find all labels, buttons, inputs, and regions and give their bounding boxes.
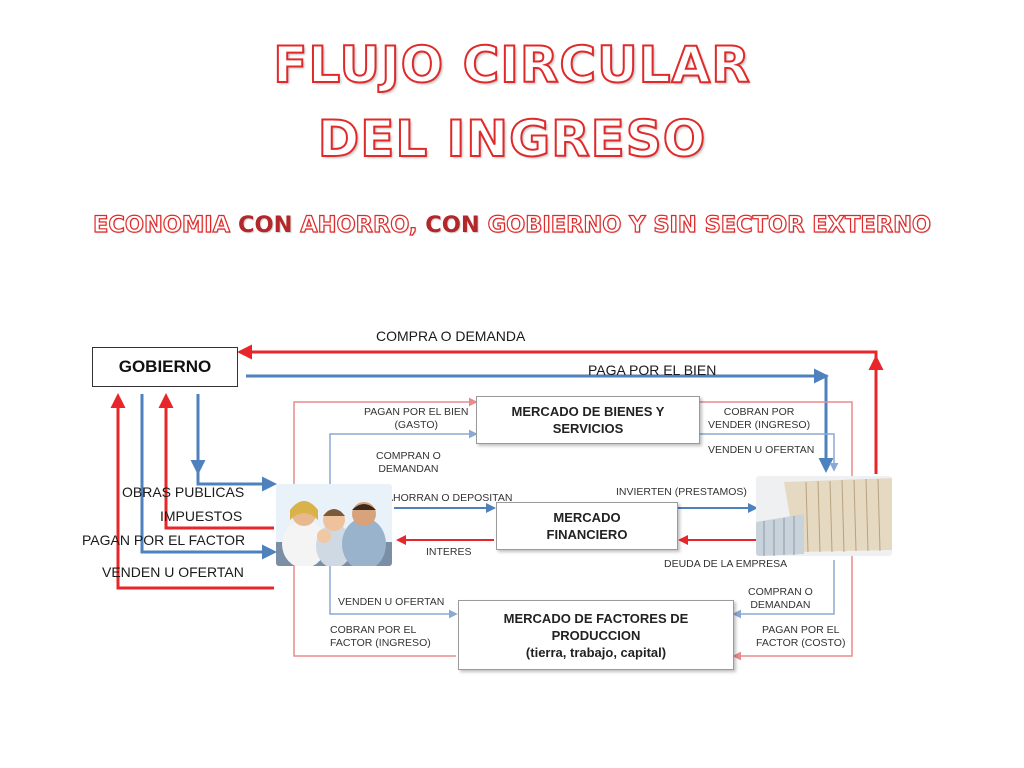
label-paga-bien: PAGA POR EL BIEN	[588, 362, 716, 378]
label-venden-ofertan-top: VENDEN U OFERTAN	[708, 444, 814, 457]
company-building-image	[756, 476, 892, 556]
label-obras-publicas: OBRAS PUBLICAS	[122, 484, 244, 500]
label-venden-ofertan-bottom: VENDEN U OFERTAN	[338, 596, 444, 609]
label-pagan-bien: PAGAN POR EL BIEN(GASTO)	[364, 406, 468, 432]
label-pagan-factor: PAGAN POR EL FACTOR	[82, 532, 245, 548]
gobierno-box: GOBIERNO	[92, 347, 238, 387]
label-invierten: INVIERTEN (PRESTAMOS)	[616, 486, 747, 499]
label-compra-demanda: COMPRA O DEMANDA	[376, 328, 525, 344]
label-deuda: DEUDA DE LA EMPRESA	[664, 558, 787, 571]
family-image	[276, 484, 392, 566]
label-venden-ofertan: VENDEN U OFERTAN	[102, 564, 244, 580]
arrow-obras	[198, 472, 274, 484]
label-ahorran: AHORRAN O DEPOSITAN	[386, 492, 512, 505]
label-interes: INTERES	[426, 546, 472, 559]
label-impuestos: IMPUESTOS	[160, 508, 242, 524]
